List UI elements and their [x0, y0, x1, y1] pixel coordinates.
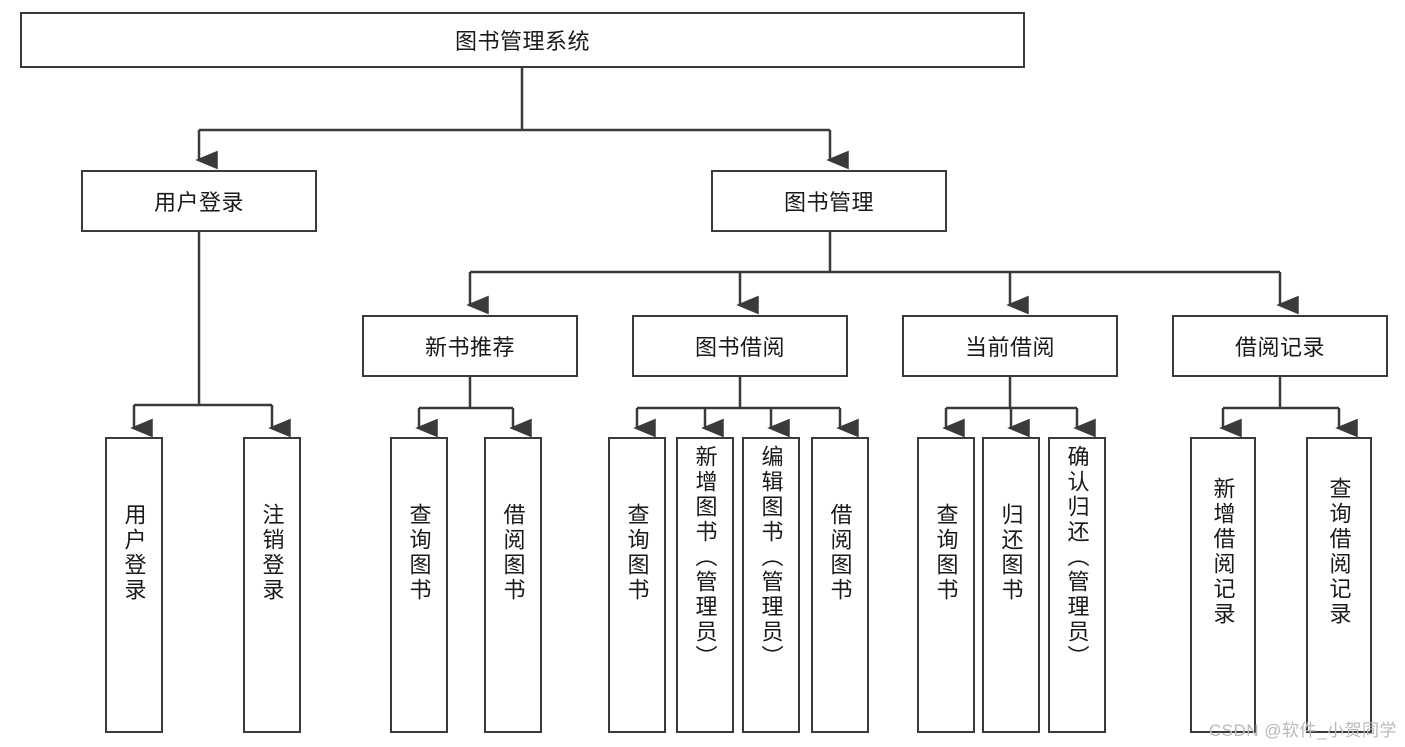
node-leaf-add-book-admin[interactable]: 新增图书（管理员）	[676, 437, 734, 733]
node-leaf-edit-book-admin[interactable]: 编辑图书（管理员）	[742, 437, 800, 733]
node-root-label: 图书管理系统	[454, 29, 590, 54]
node-leaf-query-book-borrow-label: 查询图书	[624, 503, 650, 603]
node-leaf-logout-label: 注销登录	[259, 503, 285, 603]
node-leaf-edit-book-admin-label: 编辑图书（管理员）	[758, 445, 784, 670]
node-leaf-borrow-book-label: 借阅图书	[827, 503, 853, 603]
node-borrow-record-label: 借阅记录	[1234, 335, 1325, 360]
node-leaf-query-book-recommend[interactable]: 查询图书	[390, 437, 448, 733]
node-leaf-borrow-book-recommend-label: 借阅图书	[500, 503, 526, 603]
node-user-login-label: 用户登录	[153, 190, 244, 215]
node-new-book-recommend-label: 新书推荐	[424, 335, 515, 360]
node-book-borrow[interactable]: 图书借阅	[632, 315, 848, 377]
node-leaf-query-borrow-record[interactable]: 查询借阅记录	[1306, 437, 1372, 733]
node-book-manage[interactable]: 图书管理	[711, 170, 947, 232]
node-leaf-query-book-recommend-label: 查询图书	[406, 503, 432, 603]
node-leaf-user-login-label: 用户登录	[121, 503, 147, 603]
node-leaf-confirm-return-admin-label: 确认归还（管理员）	[1064, 445, 1090, 670]
node-borrow-record[interactable]: 借阅记录	[1172, 315, 1388, 377]
node-leaf-borrow-book-recommend[interactable]: 借阅图书	[484, 437, 542, 733]
node-leaf-confirm-return-admin[interactable]: 确认归还（管理员）	[1048, 437, 1106, 733]
watermark-text: CSDN @软件_小贺同学	[1208, 721, 1397, 740]
node-leaf-query-borrow-record-label: 查询借阅记录	[1326, 477, 1352, 627]
node-leaf-query-book-borrow[interactable]: 查询图书	[608, 437, 666, 733]
node-root[interactable]: 图书管理系统	[20, 12, 1025, 68]
node-book-borrow-label: 图书借阅	[694, 335, 785, 360]
node-current-borrow-label: 当前借阅	[964, 335, 1055, 360]
node-leaf-return-book[interactable]: 归还图书	[982, 437, 1040, 733]
node-user-login[interactable]: 用户登录	[81, 170, 317, 232]
node-leaf-borrow-book[interactable]: 借阅图书	[811, 437, 869, 733]
node-leaf-user-login[interactable]: 用户登录	[105, 437, 163, 733]
node-leaf-add-borrow-record[interactable]: 新增借阅记录	[1190, 437, 1256, 733]
node-current-borrow[interactable]: 当前借阅	[902, 315, 1118, 377]
node-leaf-logout[interactable]: 注销登录	[243, 437, 301, 733]
node-new-book-recommend[interactable]: 新书推荐	[362, 315, 578, 377]
node-leaf-add-borrow-record-label: 新增借阅记录	[1210, 477, 1236, 627]
node-leaf-query-book-current[interactable]: 查询图书	[917, 437, 975, 733]
node-book-manage-label: 图书管理	[783, 190, 874, 215]
node-leaf-query-book-current-label: 查询图书	[933, 503, 959, 603]
node-leaf-add-book-admin-label: 新增图书（管理员）	[692, 445, 718, 670]
node-leaf-return-book-label: 归还图书	[998, 503, 1024, 603]
